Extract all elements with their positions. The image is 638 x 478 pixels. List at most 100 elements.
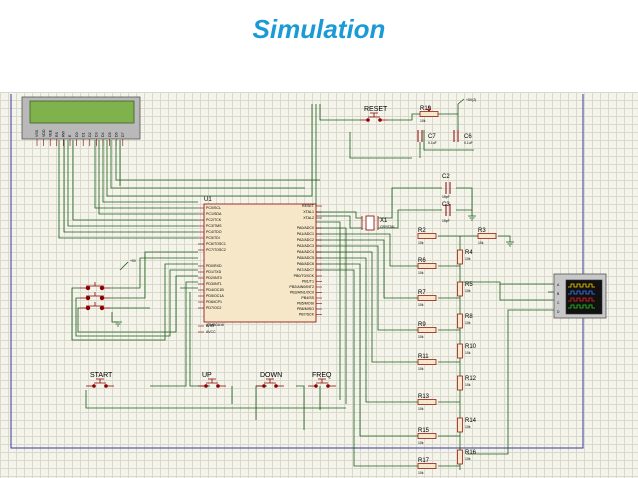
svg-text:10k: 10k	[418, 303, 424, 307]
svg-text:R8: R8	[465, 314, 473, 320]
mcu-pin-left: PD5/OC1A	[206, 294, 224, 298]
mcu-pin-right: PB7/SCK	[299, 313, 315, 317]
svg-text:A: A	[557, 283, 560, 287]
mcu-pin-right: PB0/T0/XCK	[294, 274, 315, 278]
mcu-pin-right: PA3/ADC3	[297, 244, 314, 248]
mcu-pin-right: PA1/ADC1	[297, 232, 314, 236]
resistor-r19: R19 10k	[419, 106, 439, 123]
lcd-pin-label: D3	[95, 132, 99, 137]
lcd-pin-label: RS	[55, 131, 59, 137]
resistors: R1910kR210kR310kR410kR510kR610kR710kR810…	[417, 106, 497, 475]
svg-text:C2: C2	[442, 174, 450, 180]
lcd-pin-label: D0	[75, 132, 79, 137]
svg-text:R14: R14	[465, 418, 477, 424]
svg-text:10k: 10k	[418, 241, 424, 245]
mcu-pin-right: PB5/MOSI	[297, 302, 314, 306]
svg-text:CRYSTAL: CRYSTAL	[380, 225, 395, 229]
button-reset: RESET	[360, 106, 388, 122]
svg-text:10k: 10k	[465, 351, 471, 355]
svg-text:10k: 10k	[418, 441, 424, 445]
mcu-part: ATMEGA16	[206, 323, 224, 327]
mcu-pin-left: PC0/SCL	[206, 206, 221, 210]
svg-text:R19: R19	[420, 106, 432, 112]
lcd-pin-label: D7	[121, 132, 125, 137]
lcd-pin-label: VDD	[42, 129, 46, 137]
svg-text:10k: 10k	[418, 335, 424, 339]
mcu-pin-left: PC4/TDO	[206, 230, 222, 234]
svg-text:R9: R9	[418, 322, 426, 328]
button-freq: FREQ	[308, 372, 336, 388]
svg-text:10k: 10k	[420, 119, 426, 123]
svg-text:C7: C7	[428, 134, 436, 140]
svg-text:10k: 10k	[465, 383, 471, 387]
lcd-pin-label: D1	[81, 132, 85, 137]
resistor-r2: R2 10k	[417, 228, 437, 245]
mcu-pin-right: PA0/ADC0	[297, 226, 314, 230]
capacitor-c3: C3 15pF	[442, 202, 451, 223]
resistor-r9: R9 10k	[417, 322, 437, 339]
power-label-1: +5V(2)	[457, 98, 476, 105]
mcu-pin-left: PC2/TCK	[206, 218, 222, 222]
mcu-pin-right: XTAL1	[303, 210, 314, 214]
mcu-pin-left: PD1/TXD	[206, 270, 222, 274]
mcu-pin-right: XTAL2	[303, 216, 314, 220]
mcu-pin-right: PB2/AIN0/INT2	[289, 285, 314, 289]
mcu-pin-left: PD2/INT0	[206, 276, 222, 280]
mcu-body	[203, 203, 317, 323]
svg-text:10k: 10k	[418, 471, 424, 475]
wires	[58, 104, 554, 470]
mcu-pin-left: PD6/ICP1	[206, 300, 222, 304]
capacitor-c6: C6 0.1uF	[453, 130, 473, 145]
svg-text:C3: C3	[442, 202, 450, 208]
mcu-pin-left: PC7/TOSC2	[206, 248, 226, 252]
mcu-pin-right: PA7/ADC7	[297, 268, 314, 272]
oscilloscope: A B C D	[553, 273, 607, 319]
lcd-pin-label: VEE	[48, 129, 52, 137]
mcu-pin-left: PD0/RXD	[206, 264, 222, 268]
capacitor-c7: C7 0.1uF	[417, 130, 437, 145]
lcd-screen	[29, 100, 135, 124]
svg-text:UP: UP	[202, 372, 212, 379]
lcd-pin-label: D5	[108, 132, 112, 137]
mcu-pin-left: AREF	[206, 324, 216, 328]
mcu-pin-right: PB3/AIN1/OC0	[290, 291, 314, 295]
svg-text:10k: 10k	[478, 241, 484, 245]
lcd-pin-label: D6	[114, 132, 118, 137]
lcd-pin-label: D2	[88, 132, 92, 137]
svg-text:10k: 10k	[465, 289, 471, 293]
mcu-pin-right: PB4/SS	[301, 296, 314, 300]
scope-screen	[565, 279, 603, 315]
lcd-pin-label: D4	[101, 132, 105, 137]
svg-text:R16: R16	[465, 450, 477, 456]
svg-text:10k: 10k	[418, 367, 424, 371]
resistor-r3: R3 10k	[477, 228, 497, 245]
power-label-2: +5V	[119, 259, 137, 271]
svg-text:START: START	[90, 372, 113, 379]
button-up: UP	[198, 372, 226, 388]
svg-text:R3: R3	[478, 228, 486, 234]
mcu-pin-right: PA5/ADC5	[297, 256, 314, 260]
capacitor-c2: C2 15pF	[442, 174, 451, 199]
lcd-pin-label: VSS	[35, 129, 39, 137]
svg-text:X1: X1	[380, 218, 388, 224]
svg-text:R2: R2	[418, 228, 426, 234]
svg-text:+5V: +5V	[130, 259, 137, 263]
svg-text:R10: R10	[465, 344, 477, 350]
svg-text:R4: R4	[465, 250, 473, 256]
lcd-pin-label: RW	[62, 130, 66, 137]
svg-text:FREQ: FREQ	[312, 372, 332, 379]
mcu-pin-left: PD3/INT1	[206, 282, 222, 286]
svg-text:10k: 10k	[418, 271, 424, 275]
svg-text:R11: R11	[418, 354, 429, 360]
svg-text:0.1uF: 0.1uF	[464, 141, 473, 145]
